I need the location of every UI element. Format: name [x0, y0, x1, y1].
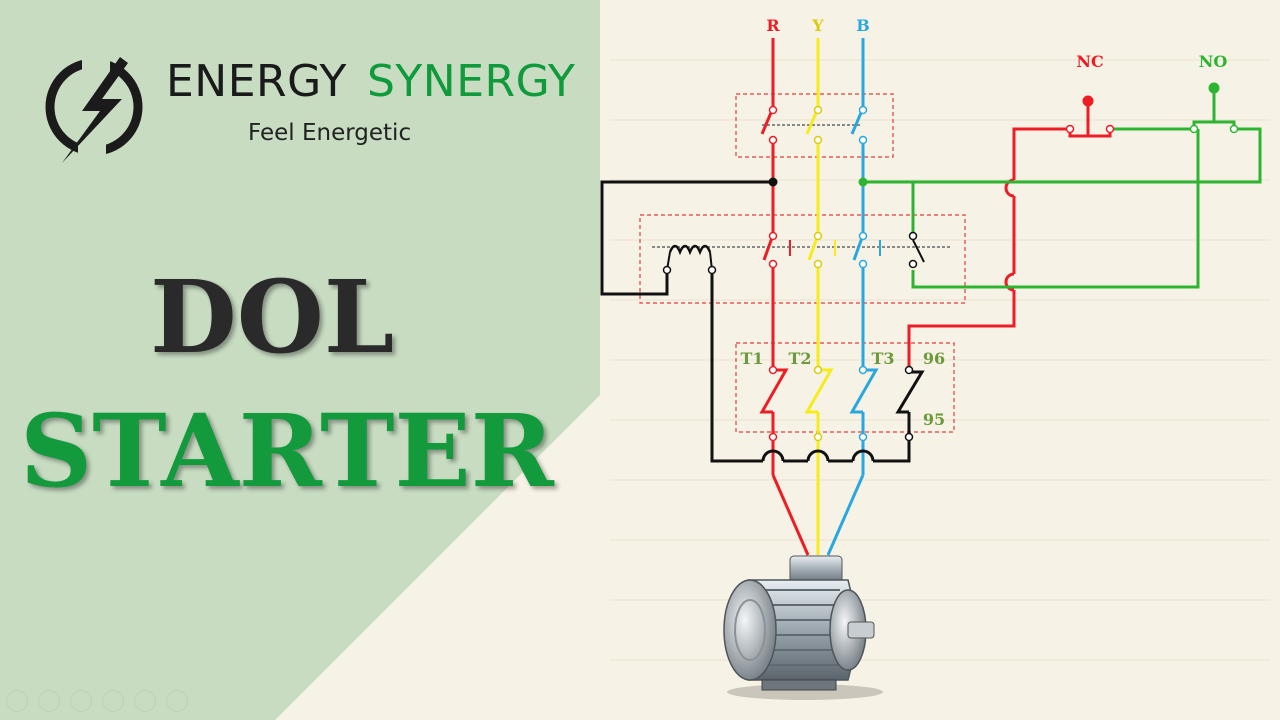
motor-icon — [723, 555, 883, 700]
no-button-label: NO — [1199, 52, 1228, 71]
title-line1: DOL — [150, 258, 395, 376]
terminal-label-t2: T2 — [788, 349, 811, 368]
phase-label-y: Y — [811, 16, 824, 35]
control-icon[interactable] — [166, 690, 188, 712]
contactor-box — [639, 214, 966, 304]
control-icon[interactable] — [6, 690, 28, 712]
green-panel-shape — [0, 0, 600, 720]
phase-label-r: R — [766, 16, 780, 35]
terminals — [662, 105, 1239, 442]
junction-dot — [858, 177, 868, 187]
green-control-wire — [863, 82, 1262, 289]
red-control-wire — [907, 95, 1112, 372]
terminal-label-96: 96 — [923, 349, 945, 368]
terminal-label-95: 95 — [923, 410, 945, 429]
overload-relay-box — [735, 342, 955, 433]
brand-tagline: Feel Energetic — [248, 120, 412, 146]
junction-dot — [768, 177, 778, 187]
terminal-label-t3: T3 — [871, 349, 894, 368]
mcb-box — [735, 93, 894, 158]
nc-button-label: NC — [1076, 52, 1103, 71]
title-line2: STARTER — [20, 392, 554, 510]
control-icon[interactable] — [70, 690, 92, 712]
black-control-wire — [600, 180, 925, 463]
terminal-label-t1: T1 — [740, 349, 763, 368]
player-controls — [6, 690, 188, 712]
phase-label-b: B — [856, 16, 870, 35]
b-phase-line — [826, 38, 879, 556]
control-icon[interactable] — [102, 690, 124, 712]
brand-name-part1: ENERGY — [166, 56, 347, 107]
lightning-bolt-icon — [45, 57, 143, 163]
control-icon[interactable] — [134, 690, 156, 712]
control-icon[interactable] — [38, 690, 60, 712]
background-grid — [610, 59, 1270, 661]
brand-name-part2: SYNERGY — [367, 56, 576, 107]
y-phase-line — [804, 38, 834, 555]
r-phase-line — [759, 38, 810, 556]
